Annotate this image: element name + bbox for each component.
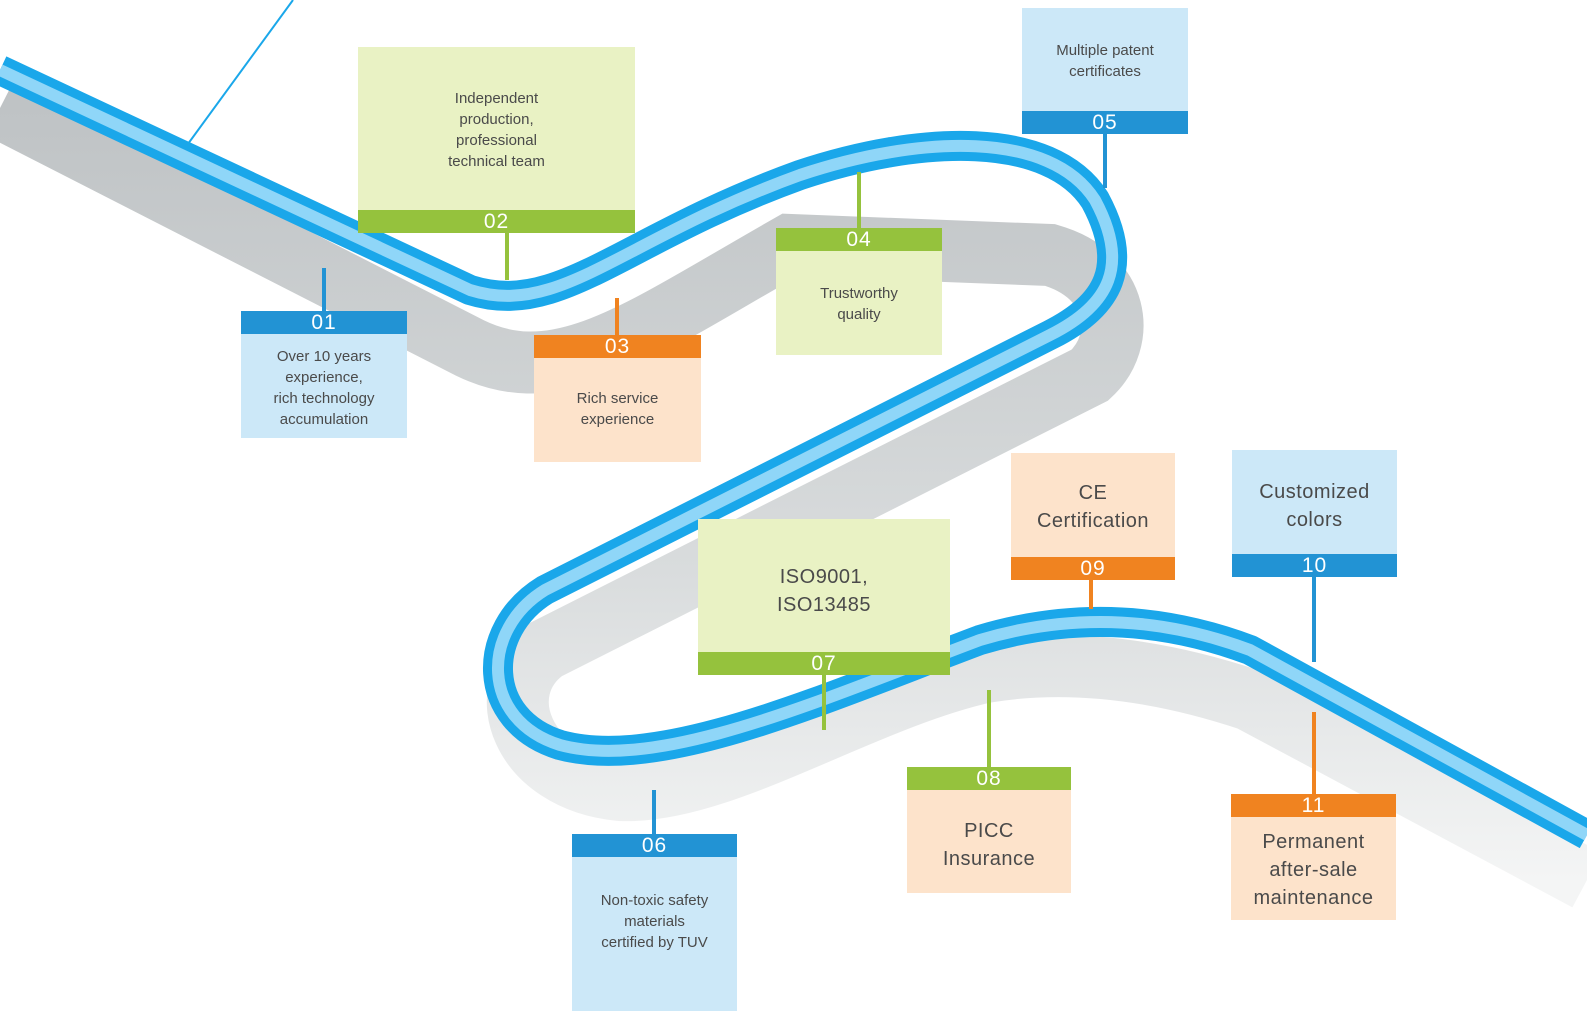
milestone-card-08: 08 PICC Insurance [907, 767, 1071, 893]
stem-02 [505, 232, 509, 280]
milestone-number: 09 [1011, 557, 1175, 580]
milestone-card-07: ISO9001, ISO13485 07 [698, 519, 950, 675]
milestone-number: 07 [698, 652, 950, 675]
stem-04 [857, 172, 861, 229]
milestone-number: 02 [358, 210, 635, 233]
milestone-text: Over 10 years experience, rich technolog… [273, 348, 375, 428]
milestone-number: 04 [776, 228, 942, 251]
milestone-number: 11 [1231, 794, 1396, 817]
milestone-number: 01 [241, 311, 407, 334]
milestone-text: Multiple patent certificates [1056, 42, 1154, 80]
milestone-text: Trustworthy quality [820, 285, 898, 323]
milestone-card-03: 03 Rich service experience [534, 335, 701, 462]
stem-07 [822, 674, 826, 730]
milestone-card-09: CE Certification 09 [1011, 453, 1175, 580]
milestone-card-10: Customized colors 10 [1232, 450, 1397, 577]
track-inner [0, 64, 1587, 841]
milestone-card-01: 01 Over 10 years experience, rich techno… [241, 311, 407, 438]
milestone-number: 10 [1232, 554, 1397, 577]
stem-03 [615, 298, 619, 336]
milestone-card-05: Multiple patent certificates 05 [1022, 8, 1188, 134]
milestone-text: Independent production, professional tec… [448, 90, 545, 170]
milestone-text: Rich service experience [576, 390, 659, 428]
connector-line [184, 0, 294, 149]
milestone-text: CE Certification [1036, 482, 1150, 532]
stem-06 [652, 790, 656, 835]
milestone-number: 05 [1022, 111, 1188, 134]
milestone-number: 06 [572, 834, 737, 857]
milestone-text: Non-toxic safety materials certified by … [600, 892, 709, 951]
stem-01 [322, 268, 326, 312]
milestone-text: Customized colors [1259, 481, 1370, 531]
milestone-text: PICC Insurance [942, 820, 1036, 870]
milestone-card-06: 06 Non-toxic safety materials certified … [572, 834, 737, 1011]
stem-05 [1103, 132, 1107, 188]
stem-11 [1312, 712, 1316, 796]
milestone-card-04: 04 Trustworthy quality [776, 228, 942, 355]
milestone-card-11: 11 Permanent after-sale maintenance [1231, 794, 1396, 920]
milestone-number: 03 [534, 335, 701, 358]
milestone-text: ISO9001, ISO13485 [776, 566, 872, 616]
milestone-text: Permanent after-sale maintenance [1253, 831, 1374, 909]
milestone-card-02: Independent production, professional tec… [358, 47, 635, 233]
stem-08 [987, 690, 991, 768]
milestone-number: 08 [907, 767, 1071, 790]
stem-09 [1089, 579, 1093, 609]
stem-10 [1312, 576, 1316, 662]
